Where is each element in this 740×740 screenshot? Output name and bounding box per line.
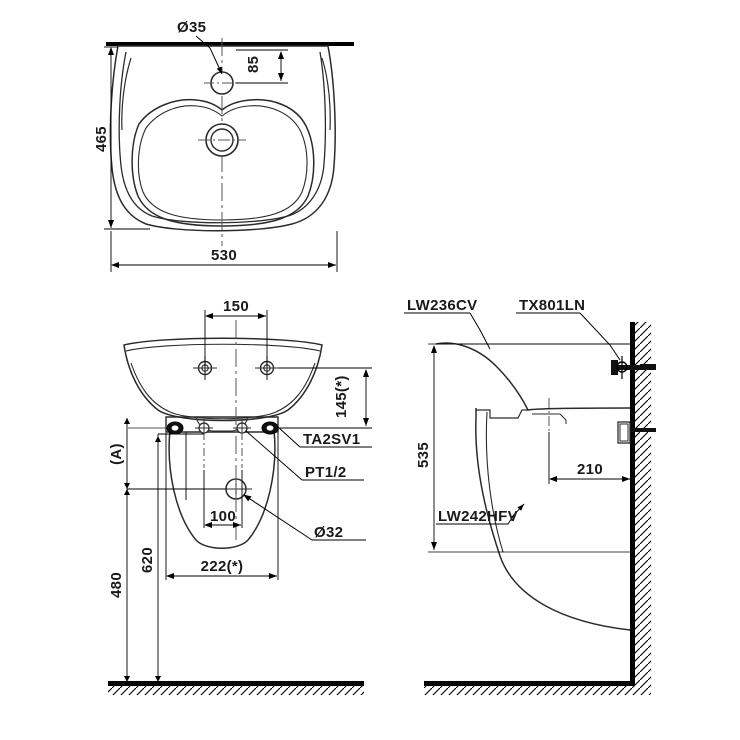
side-view-wall — [630, 322, 651, 686]
callout-tx801ln-label: TX801LN — [519, 297, 585, 314]
top-view-back-edge — [106, 42, 354, 46]
dim-dia35-leader: Ø35 — [177, 19, 223, 75]
dim-535-label: 535 — [415, 442, 432, 468]
faucet-hole-top — [204, 71, 240, 95]
half-pedestal-outline — [168, 429, 276, 549]
dim-210: 210 — [548, 432, 632, 484]
dim-150-label: 150 — [223, 298, 249, 315]
side-basin-underside — [476, 409, 528, 419]
wall-hatch — [635, 322, 651, 686]
top-view: Ø35 85 465 530 — [93, 19, 354, 272]
dim-480-label: 480 — [108, 572, 125, 598]
side-basin-top-profile — [435, 342, 631, 411]
dim-A-480: (A) 480 — [108, 418, 130, 685]
dim-210-label: 210 — [577, 461, 603, 478]
callout-lw242hfv: LW242HFV — [436, 503, 525, 525]
dim-100: 100 — [203, 470, 243, 528]
front-basin-body — [123, 337, 323, 422]
dim-530: 530 — [110, 231, 338, 272]
dim-222-label: 222(*) — [201, 558, 244, 575]
callout-ta2sv1: TA2SV1 — [277, 426, 372, 448]
front-basin-rim-line — [125, 343, 321, 352]
basin-right-sweep — [321, 57, 331, 131]
basin-rim-inner-line — [118, 51, 327, 224]
callout-tx801ln: TX801LN — [516, 297, 621, 361]
side-half-pedestal-inner-edge — [485, 411, 504, 553]
callout-ta2sv1-label: TA2SV1 — [303, 431, 360, 448]
side-view-floor — [424, 681, 651, 695]
dim-535: 535 — [415, 343, 630, 553]
front-floor-hatch — [108, 686, 364, 695]
side-floor-hatch — [424, 686, 651, 695]
basin-bowl-outline — [131, 98, 315, 227]
side-floor-line — [424, 681, 632, 686]
callout-lw242hfv-label: LW242HFV — [438, 508, 518, 525]
callout-lw236cv-label: LW236CV — [407, 297, 477, 314]
stop-valve-right — [261, 421, 279, 435]
dim-145-label: 145(*) — [333, 375, 350, 418]
front-basin-under-line — [130, 362, 316, 420]
dim-530-label: 530 — [211, 247, 237, 264]
dim-A-label: (A) — [108, 443, 125, 465]
supply-hole-right — [233, 419, 251, 437]
dim-620: 620 — [139, 433, 204, 685]
dim-222: 222(*) — [165, 433, 279, 580]
front-floor-line — [108, 681, 364, 686]
wall-faucet-tx801ln — [611, 356, 656, 379]
side-view: 535 210 LW236CV TX801LN LW242HFV — [404, 297, 656, 695]
callout-dia32: Ø32 — [243, 494, 366, 541]
drain-hole-top — [198, 123, 246, 157]
callout-pt12: PT1/2 — [245, 430, 364, 481]
callout-pt12-label: PT1/2 — [305, 464, 347, 481]
front-view-floor — [108, 681, 364, 695]
basin-left-sweep — [121, 57, 132, 131]
wall-face-line — [630, 322, 635, 686]
pedestal-collar — [165, 416, 279, 433]
side-trap-outline — [532, 413, 567, 424]
callout-lw236cv: LW236CV — [404, 297, 491, 350]
dim-465: 465 — [93, 46, 150, 230]
dim-100-label: 100 — [210, 508, 236, 525]
front-view: 150 145(*) (A) 480 620 — [108, 298, 372, 695]
dim-620-label: 620 — [139, 547, 156, 573]
stop-valve-left — [166, 421, 184, 435]
wall-drain-fitting — [617, 421, 656, 444]
callout-dia32-label: Ø32 — [314, 524, 343, 541]
basin-bowl-inner-outline — [137, 105, 308, 221]
side-half-pedestal-front-edge — [475, 408, 631, 631]
dim-465-label: 465 — [93, 126, 110, 152]
dim-150: 150 — [204, 298, 268, 366]
dim-dia35-label: Ø35 — [177, 19, 206, 36]
dim-85-label: 85 — [245, 56, 262, 73]
dim-145: 145(*) — [279, 367, 372, 429]
dim-85: 85 — [236, 49, 288, 84]
